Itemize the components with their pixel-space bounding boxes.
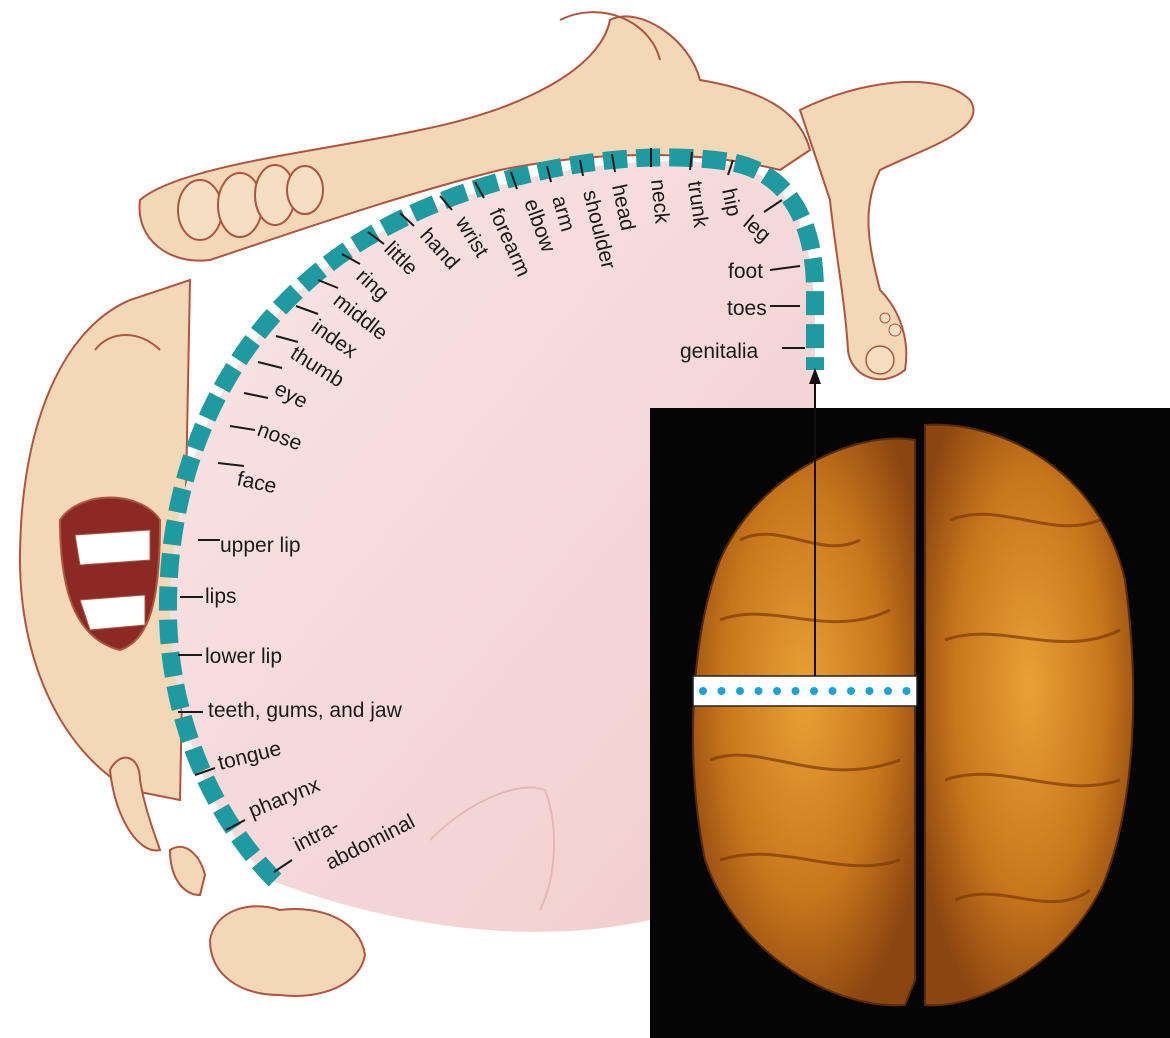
leader-line: [229, 425, 256, 431]
label-genitalia: genitalia: [680, 340, 759, 363]
label-lower-lip: lower lip: [205, 645, 282, 668]
strip-dot: [828, 687, 837, 695]
strip-dot: [699, 687, 707, 695]
strip-dot: [847, 687, 855, 695]
leader-line: [763, 199, 783, 213]
leader-line: [341, 253, 361, 265]
leader-lines: [178, 148, 805, 873]
leader-line: [439, 195, 453, 211]
leader-line: [243, 392, 269, 399]
homunculus-hand: [138, 11, 812, 262]
strip-dot: [754, 687, 763, 695]
homunculus-leg-foot: [798, 80, 975, 381]
leader-line: [217, 462, 245, 467]
leader-line: [510, 171, 518, 190]
label-foot: foot: [728, 260, 763, 283]
strip-dot: [902, 687, 911, 695]
leader-line: [273, 859, 293, 873]
leader-line: [546, 165, 552, 183]
leader-line: [225, 819, 246, 831]
brain-photo: [650, 408, 1170, 1038]
label-toes: toes: [727, 297, 767, 320]
leader-line: [399, 212, 415, 227]
strip-dot: [736, 687, 744, 695]
leader-line: [194, 767, 216, 776]
leader-line: [275, 335, 299, 343]
leader-line: [367, 231, 385, 245]
leader-line: [317, 279, 339, 289]
pointer-arrow: [809, 368, 821, 676]
leader-line: [257, 361, 283, 369]
leader-line: [727, 159, 734, 176]
leader-line: [474, 181, 485, 199]
strip-dots: [699, 687, 911, 695]
label-upper-lip: upper lip: [220, 534, 301, 557]
homunculus-head: [18, 278, 192, 802]
leader-line: [579, 159, 584, 177]
brain-section: [169, 161, 816, 932]
leader-line: [689, 151, 693, 171]
label-neck: neck: [646, 178, 674, 225]
strip-dot: [810, 687, 818, 695]
strip-dot: [865, 687, 874, 695]
cortex-band: [158, 148, 824, 887]
strip-dot: [717, 687, 726, 695]
label-teeth-gums-jaw: teeth, gums, and jaw: [208, 699, 403, 722]
strip-dot: [884, 687, 892, 695]
leader-line: [295, 305, 319, 315]
label-hip: hip: [717, 186, 745, 218]
label-lips: lips: [205, 585, 237, 608]
leader-line: [611, 153, 616, 173]
leader-line: [769, 265, 801, 271]
strip-dot: [773, 687, 781, 695]
strip-dot: [791, 687, 800, 695]
homunculus-lower-parts: [108, 756, 367, 997]
